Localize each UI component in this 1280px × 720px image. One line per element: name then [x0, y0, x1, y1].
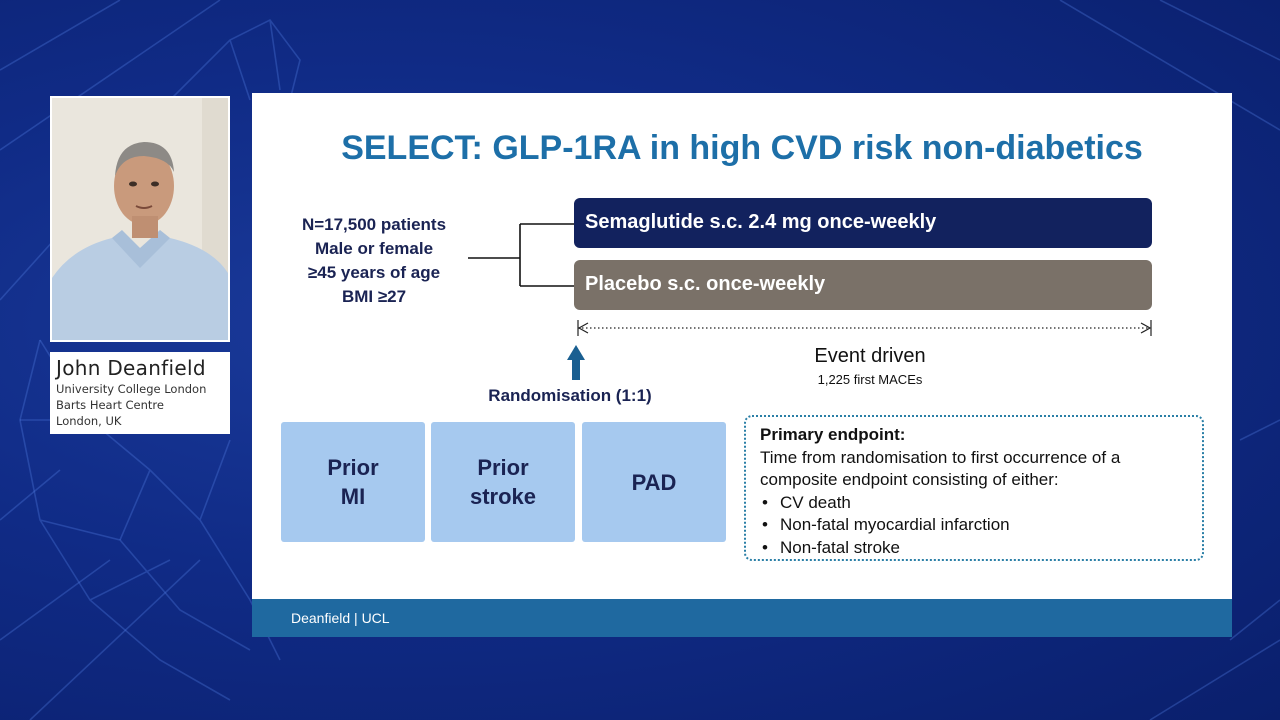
list-item: • CV death	[760, 492, 1202, 515]
endpoint-item: CV death	[780, 492, 851, 512]
bullet-icon: •	[762, 537, 768, 557]
placebo-arm: Placebo s.c. once-weekly	[574, 260, 1152, 310]
population-line: Prior	[327, 455, 379, 480]
randomisation-arrow-icon	[567, 345, 585, 380]
endpoint-item: Non-fatal stroke	[780, 537, 900, 557]
criteria-line: Male or female	[314, 239, 434, 258]
inclusion-criteria: N=17,500 patients Male or female ≥45 yea…	[274, 213, 474, 309]
criteria-line: N=17,500 patients	[301, 215, 447, 234]
primary-endpoint-list: • CV death • Non-fatal myocardial infarcti…	[760, 492, 1202, 560]
list-item: • Non-fatal stroke	[760, 537, 1202, 560]
population-box-prior-stroke: Prior stroke	[431, 422, 575, 542]
endpoint-item: Non-fatal myocardial infarction	[780, 515, 1010, 534]
population-line: PAD	[631, 469, 677, 495]
primary-endpoint-description: Time from randomisation to first occurre…	[760, 447, 1121, 490]
criteria-line: ≥45 years of age	[307, 263, 441, 282]
speaker-video-frame	[52, 98, 228, 340]
criteria-line: BMI ≥27	[341, 287, 407, 306]
speaker-portrait	[52, 98, 228, 340]
speaker-name-card: John Deanfield University College London…	[50, 352, 230, 434]
slide-title: SELECT: GLP-1RA in high CVD risk non-dia…	[341, 129, 1143, 167]
slide-footer: Deanfield | UCL	[252, 599, 1232, 637]
speaker-video-tile	[50, 96, 230, 342]
footer-text: Deanfield | UCL	[291, 610, 390, 626]
timeline-arrow	[577, 320, 1152, 336]
speaker-affiliation: University College London	[56, 382, 207, 396]
bullet-icon: •	[762, 515, 768, 534]
population-line: Prior	[477, 455, 529, 480]
bullet-icon: •	[762, 492, 768, 512]
population-box-pad: PAD	[582, 422, 726, 542]
speaker-affiliation: London, UK	[56, 414, 122, 428]
event-count-label: 1,225 first MACEs	[817, 372, 923, 387]
primary-endpoint-box: Primary endpoint: Time from randomisatio…	[744, 415, 1204, 561]
event-driven-label: Event driven	[814, 345, 926, 367]
speaker-name: John Deanfield	[56, 356, 206, 380]
semaglutide-arm: Semaglutide s.c. 2.4 mg once-weekly	[574, 198, 1152, 248]
randomisation-label: Randomisation (1:1)	[488, 386, 652, 405]
population-line: stroke	[469, 484, 537, 509]
primary-endpoint-title: Primary endpoint:	[760, 425, 906, 444]
presentation-slide: SELECT: GLP-1RA in high CVD risk non-dia…	[252, 93, 1232, 637]
population-line: MI	[340, 484, 366, 509]
list-item: • Non-fatal myocardial infarction	[760, 514, 1202, 537]
trial-design-connectors	[468, 223, 1152, 380]
speaker-affiliation: Barts Heart Centre	[56, 398, 164, 412]
